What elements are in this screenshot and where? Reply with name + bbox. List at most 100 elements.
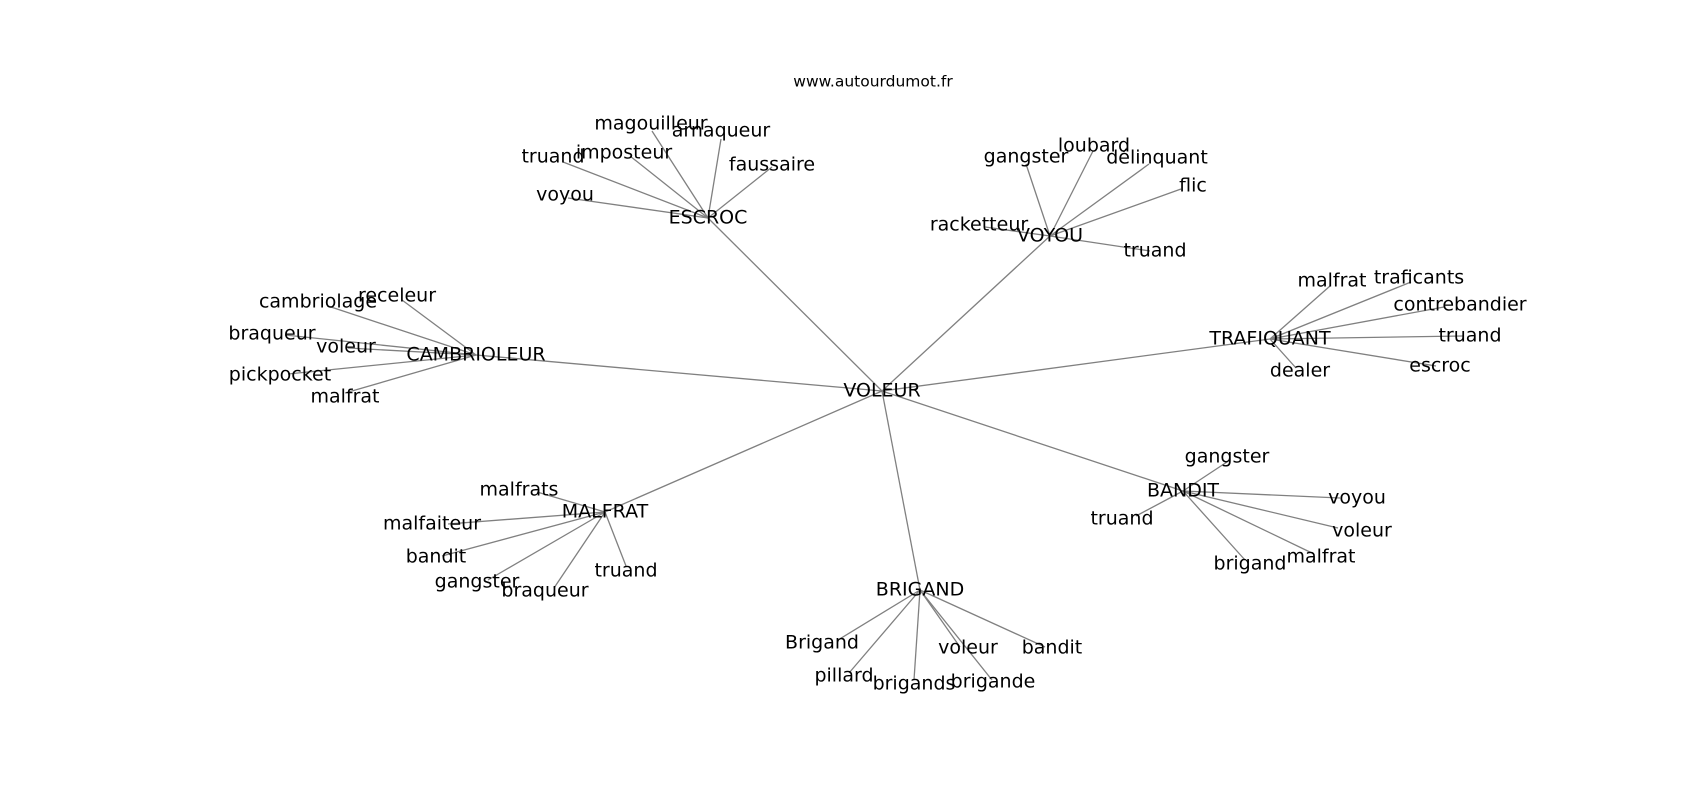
edge-trafiquant-dealer (1269, 338, 1297, 369)
leaf-node-brigand-brigande[interactable]: brigande (951, 671, 1036, 693)
leaf-node-brigand-voleur[interactable]: voleur (938, 637, 998, 659)
edge-voleur-malfrat (604, 390, 883, 513)
leaf-node-malfrat-braqueur[interactable]: braqueur (501, 580, 588, 602)
leaf-node-bandit-gangster[interactable]: gangster (1185, 446, 1270, 468)
edge-cambrioleur-braqueur (284, 334, 477, 356)
leaf-node-bandit-malfrat[interactable]: malfrat (1286, 546, 1355, 568)
leaf-node-cambrioleur-receleur[interactable]: receleur (358, 285, 436, 307)
edge-malfrat-malfrats (536, 491, 606, 513)
edge-cambrioleur-voleur (347, 347, 477, 356)
edge-bandit-voleur (1182, 490, 1339, 529)
leaf-node-cambrioleur-pickpocket[interactable]: pickpocket (229, 364, 331, 386)
site-title[interactable]: www.autourdumot.fr (793, 73, 953, 91)
edge-escroc-faussaire (707, 166, 773, 219)
edge-brigand-bandit (919, 589, 1046, 648)
edge-bandit-truand (1135, 490, 1184, 517)
edge-bandit-malfrat (1182, 490, 1315, 555)
hub-node-cambrioleur[interactable]: CAMBRIOLEUR (406, 344, 545, 366)
edge-brigand-brigand (837, 589, 921, 641)
edge-brigand-brigande (919, 589, 993, 681)
leaf-node-trafiquant-truand[interactable]: truand (1438, 325, 1501, 347)
leaf-node-malfrat-bandit[interactable]: bandit (406, 546, 467, 568)
edge-voleur-cambrioleur (475, 354, 883, 392)
leaf-node-malfrat-malfaiteur[interactable]: malfaiteur (383, 513, 481, 535)
edge-cambrioleur-receleur (401, 299, 477, 356)
edge-trafiquant-escroc (1269, 338, 1437, 367)
edge-bandit-gangster (1182, 459, 1231, 492)
leaf-node-malfrat-gangster[interactable]: gangster (435, 571, 520, 593)
leaf-node-trafiquant-contrebandier[interactable]: contrebandier (1393, 294, 1526, 316)
hub-node-trafiquant[interactable]: TRAFIQUANT (1208, 328, 1331, 350)
leaf-node-voyou-delinquant[interactable]: délinquant (1106, 147, 1208, 169)
leaf-node-cambrioleur-braqueur[interactable]: braqueur (228, 323, 315, 345)
leaf-node-brigand-brigand[interactable]: Brigand (785, 632, 859, 654)
edge-voleur-escroc (707, 217, 883, 392)
hub-node-voyou[interactable]: VOYOU (1017, 225, 1083, 247)
edge-voleur-voyou (881, 235, 1051, 392)
edge-escroc-voyou (567, 197, 709, 219)
edge-cambrioleur-pickpocket (287, 354, 477, 375)
root-node-voleur[interactable]: VOLEUR (843, 380, 920, 402)
leaf-node-brigand-pillard[interactable]: pillard (814, 665, 873, 687)
edge-voyou-racketteur (984, 226, 1051, 237)
edge-voyou-truand (1049, 235, 1151, 252)
leaf-node-trafiquant-malfrat[interactable]: malfrat (1297, 270, 1366, 292)
leaf-node-escroc-magouilleur[interactable]: magouilleur (594, 113, 707, 135)
edge-voleur-bandit (881, 390, 1184, 492)
leaf-node-cambrioleur-malfrat[interactable]: malfrat (310, 386, 379, 408)
leaf-node-voyou-flic[interactable]: flic (1179, 175, 1207, 197)
leaf-node-malfrat-malfrats[interactable]: malfrats (480, 479, 559, 501)
edge-escroc-magouilleur (651, 130, 709, 219)
edge-bandit-brigand (1182, 490, 1246, 561)
leaf-node-trafiquant-traficants[interactable]: traficants (1374, 267, 1464, 289)
edge-malfrat-malfaiteur (447, 511, 606, 525)
edge-brigand-voleur (919, 589, 961, 648)
edge-escroc-truand (562, 161, 709, 219)
leaf-node-voyou-gangster[interactable]: gangster (984, 146, 1069, 168)
leaf-node-escroc-faussaire[interactable]: faussaire (729, 154, 815, 176)
leaf-node-escroc-truand[interactable]: truand (521, 146, 584, 168)
edge-brigand-brigands (913, 589, 921, 681)
leaf-node-cambrioleur-cambriolage[interactable]: cambriolage (259, 291, 377, 313)
edge-voyou-delinquant (1049, 163, 1150, 237)
edge-trafiquant-contrebandier (1269, 306, 1445, 340)
leaf-node-malfrat-truand[interactable]: truand (594, 560, 657, 582)
leaf-node-voyou-racketteur[interactable]: racketteur (930, 214, 1029, 236)
edge-trafiquant-malfrat (1269, 285, 1331, 340)
graph-edges (284, 130, 1464, 681)
edge-bandit-voyou (1182, 490, 1341, 499)
edge-escroc-imposteur (629, 155, 709, 219)
leaf-node-voyou-loubard[interactable]: loubard (1058, 135, 1130, 157)
leaf-node-brigand-bandit[interactable]: bandit (1022, 637, 1083, 659)
leaf-node-escroc-voyou[interactable]: voyou (536, 184, 594, 206)
leaf-node-escroc-arnaqueur[interactable]: arnaqueur (672, 120, 771, 142)
edge-voyou-flic (1049, 188, 1182, 237)
edge-voleur-brigand (881, 390, 921, 591)
edge-trafiquant-traficants (1269, 281, 1412, 340)
leaf-node-bandit-voleur[interactable]: voleur (1332, 520, 1392, 542)
hub-node-brigand[interactable]: BRIGAND (876, 579, 964, 601)
hub-node-escroc[interactable]: ESCROC (669, 207, 748, 229)
leaf-node-escroc-imposteur[interactable]: imposteur (576, 142, 673, 164)
leaf-node-bandit-truand[interactable]: truand (1090, 508, 1153, 530)
leaf-node-bandit-voyou[interactable]: voyou (1328, 487, 1386, 509)
edge-voleur-trafiquant (881, 338, 1271, 392)
edge-malfrat-gangster (487, 511, 606, 581)
leaf-node-cambrioleur-voleur[interactable]: voleur (316, 336, 376, 358)
leaf-node-trafiquant-dealer[interactable]: dealer (1270, 360, 1330, 382)
edge-escroc-arnaqueur (707, 138, 722, 219)
edge-cambrioleur-cambriolage (327, 305, 477, 356)
leaf-node-bandit-brigand[interactable]: brigand (1214, 553, 1287, 575)
edge-brigand-pillard (848, 589, 921, 674)
leaf-node-brigand-brigands[interactable]: brigands (873, 673, 956, 695)
hub-node-malfrat[interactable]: MALFRAT (562, 501, 649, 523)
edge-voyou-loubard (1049, 150, 1094, 237)
edge-voyou-gangster (1025, 163, 1051, 237)
leaf-node-voyou-truand[interactable]: truand (1123, 240, 1186, 262)
leaf-node-trafiquant-escroc[interactable]: escroc (1409, 355, 1471, 377)
edge-trafiquant-truand (1269, 335, 1464, 340)
hub-node-bandit[interactable]: BANDIT (1147, 480, 1219, 502)
edge-cambrioleur-malfrat (344, 354, 477, 394)
